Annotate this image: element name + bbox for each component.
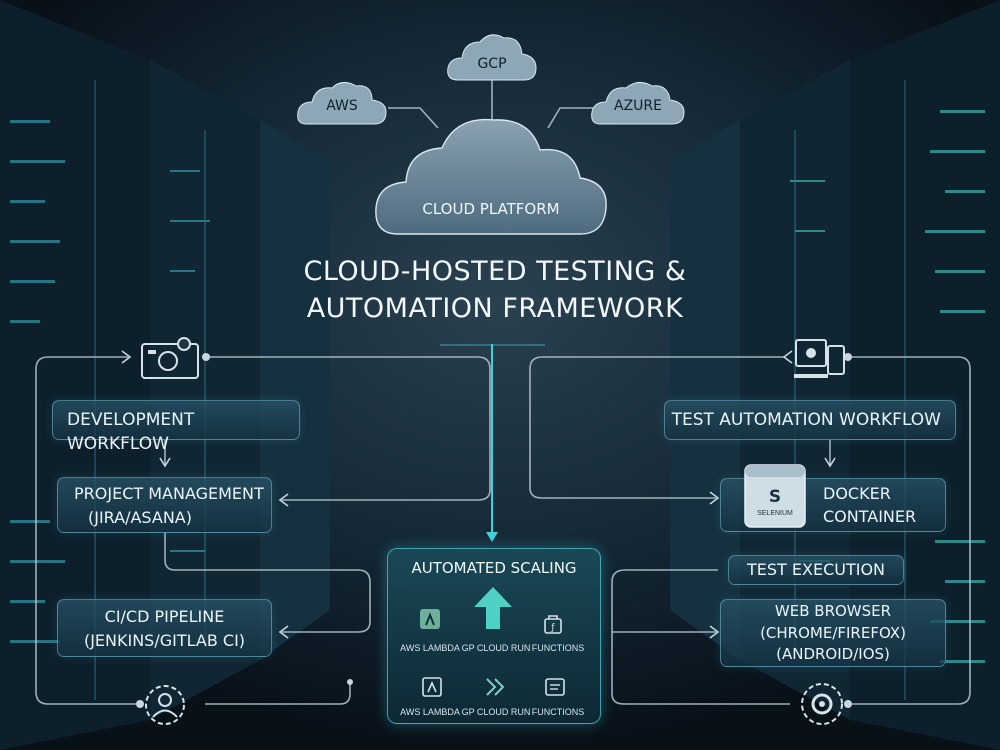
test-automation-workflow-panel[interactable]: TEST AUTOMATION WORKFLOW: [664, 400, 956, 440]
functions-icon-2: [545, 678, 565, 696]
web-browser-mobile: (ANDROID/IOS): [776, 645, 890, 663]
cicd-pipeline-tools: (JENKINS/GITLAB CI): [83, 631, 246, 650]
aws-label: AWS: [326, 98, 358, 114]
scaling-cap-r1-3: FUNCTIONS: [531, 643, 585, 653]
scaling-cap-r2-1: AWS LAMBDA: [400, 707, 460, 717]
gear-icon: [798, 680, 846, 728]
project-management-tools: (JIRA/ASANA): [88, 508, 192, 527]
scaling-cap-r2-3: FUNCTIONS: [531, 707, 585, 717]
project-management-panel[interactable]: PROJECT MANAGEMENT (JIRA/ASANA): [57, 477, 272, 533]
automated-scaling-panel[interactable]: AUTOMATED SCALING ƒ AWS LAMBDA GP CLOUD …: [387, 548, 601, 724]
azure-cloud: AZURE: [590, 76, 686, 126]
web-browser-desktop: (CHROME/FIREFOX): [760, 624, 906, 642]
gcp-label: GCP: [477, 56, 507, 72]
functions-icon: ƒ: [544, 615, 562, 634]
cicd-pipeline-label: CI/CD PIPELINE: [104, 607, 225, 626]
test-automation-workflow-label: TEST AUTOMATION WORKFLOW: [671, 410, 941, 430]
page-title-line2: AUTOMATION FRAMEWORK: [306, 293, 684, 324]
svg-text:ƒ: ƒ: [550, 623, 555, 633]
lambda-icon-2: [422, 677, 442, 697]
scaling-cap-r1-1: AWS LAMBDA: [400, 643, 460, 653]
docker-container-sub: CONTAINER: [823, 507, 917, 526]
automated-scaling-title: AUTOMATED SCALING: [411, 559, 577, 577]
test-execution-panel[interactable]: TEST EXECUTION: [728, 555, 904, 585]
up-arrow-icon: [474, 587, 512, 629]
development-workflow-panel[interactable]: DEVELOPMENT WORKFLOW: [52, 400, 300, 454]
test-execution-label: TEST EXECUTION: [746, 560, 885, 579]
user-settings-icon: [142, 682, 188, 728]
project-management-label: PROJECT MANAGEMENT: [74, 484, 264, 503]
docker-container-label: DOCKER: [823, 484, 891, 503]
cicd-pipeline-panel[interactable]: CI/CD PIPELINE (JENKINS/GITLAB CI): [57, 599, 272, 657]
web-browser-label: WEB BROWSER: [774, 602, 892, 620]
gcp-cloud: GCP: [446, 28, 538, 82]
page-title-line1: CLOUD-HOSTED TESTING &: [303, 256, 687, 287]
aws-cloud: AWS: [296, 76, 388, 126]
azure-label: AZURE: [614, 98, 662, 114]
web-browser-panel[interactable]: WEB BROWSER (CHROME/FIREFOX) (ANDROID/IO…: [720, 599, 946, 667]
cloud-run-icon: [486, 678, 505, 696]
camera-monitor-icon: [138, 336, 202, 382]
scaling-cap-r2-2: GP CLOUD RUN: [461, 707, 531, 717]
lambda-icon: [420, 609, 440, 629]
cloud-platform-label: CLOUD PLATFORM: [422, 200, 560, 218]
cloud-platform: CLOUD PLATFORM: [372, 110, 610, 238]
svg-text:S: S: [769, 487, 781, 507]
computer-icon: [790, 336, 848, 384]
selenium-badge: S SELENIUM: [744, 464, 806, 528]
selenium-badge-label: SELENIUM: [757, 510, 793, 517]
scaling-cap-r1-2: GP CLOUD RUN: [461, 643, 531, 653]
development-workflow-label: DEVELOPMENT WORKFLOW: [67, 410, 195, 454]
